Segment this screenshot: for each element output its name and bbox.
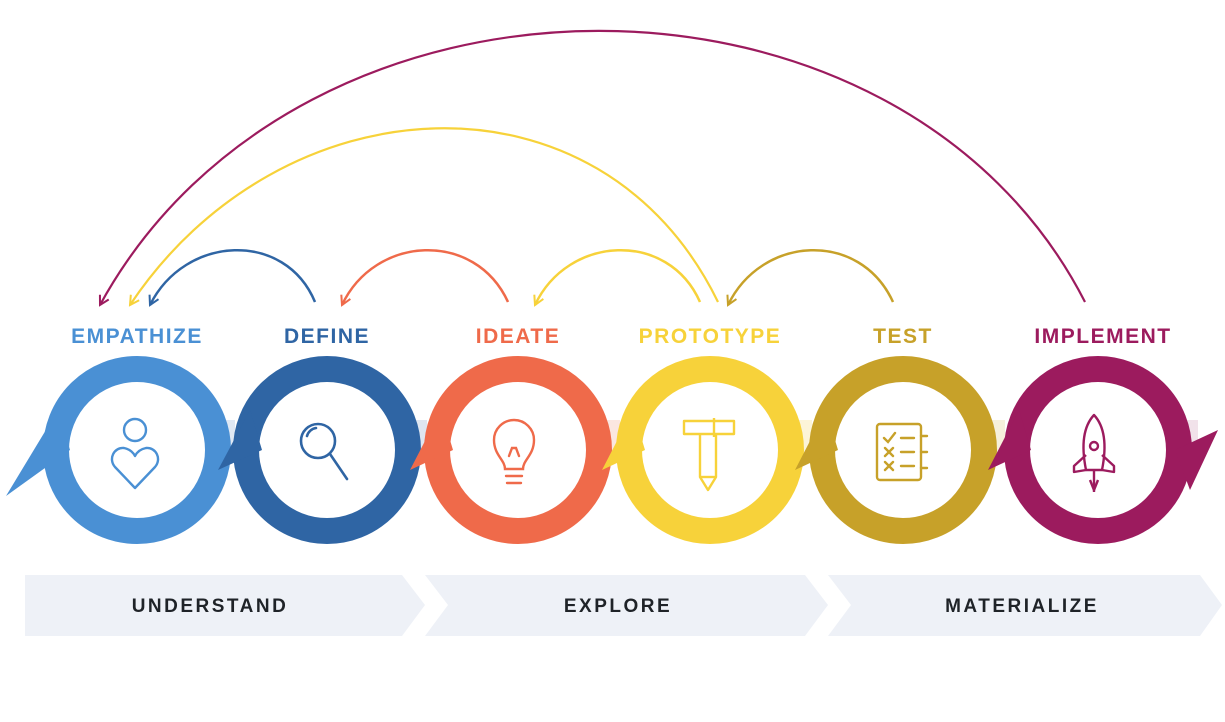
lightbulb-icon — [492, 418, 536, 485]
phase-bands: UNDERSTAND EXPLORE MATERIALIZE — [25, 575, 1222, 636]
ring-empathize — [6, 356, 231, 544]
phase-band-understand — [25, 575, 425, 636]
stage-title-empathize: EMPATHIZE — [71, 325, 203, 348]
rocket-icon — [1072, 413, 1116, 492]
arrow-prototype-to-ideate — [535, 249, 702, 305]
stage-title-ideate: IDEATE — [476, 325, 560, 348]
phase-band-materialize — [828, 575, 1222, 636]
feedback-arrows — [100, 29, 1086, 305]
stage-rings — [6, 356, 1218, 544]
arrow-ideate-to-define — [342, 249, 510, 305]
phase-label-understand: UNDERSTAND — [132, 596, 289, 617]
magnifying-glass-icon — [299, 422, 349, 481]
arrow-define-to-empathize — [150, 249, 317, 305]
phase-label-explore: EXPLORE — [564, 596, 672, 617]
stage-title-prototype: PROTOTYPE — [639, 325, 782, 348]
arrow-prototype-to-empathize — [130, 127, 719, 305]
arrow-test-to-prototype — [728, 249, 895, 305]
stage-title-define: DEFINE — [284, 325, 370, 348]
stage-titles: EMPATHIZE DEFINE IDEATE PROTOTYPE TEST I… — [71, 325, 1171, 348]
stage-title-implement: IMPLEMENT — [1034, 325, 1171, 348]
hammer-pencil-icon — [682, 418, 736, 492]
ring-prototype — [602, 356, 804, 544]
phase-band-explore — [425, 575, 828, 636]
stage-title-test: TEST — [873, 325, 933, 348]
ring-implement — [988, 356, 1218, 544]
person-heart-icon — [110, 417, 160, 490]
ring-define — [218, 356, 421, 544]
ring-test — [795, 356, 997, 544]
phase-label-materialize: MATERIALIZE — [945, 596, 1099, 617]
ring-ideate — [410, 356, 612, 544]
checklist-icon — [875, 422, 929, 482]
arrow-implement-to-empathize — [100, 29, 1086, 305]
